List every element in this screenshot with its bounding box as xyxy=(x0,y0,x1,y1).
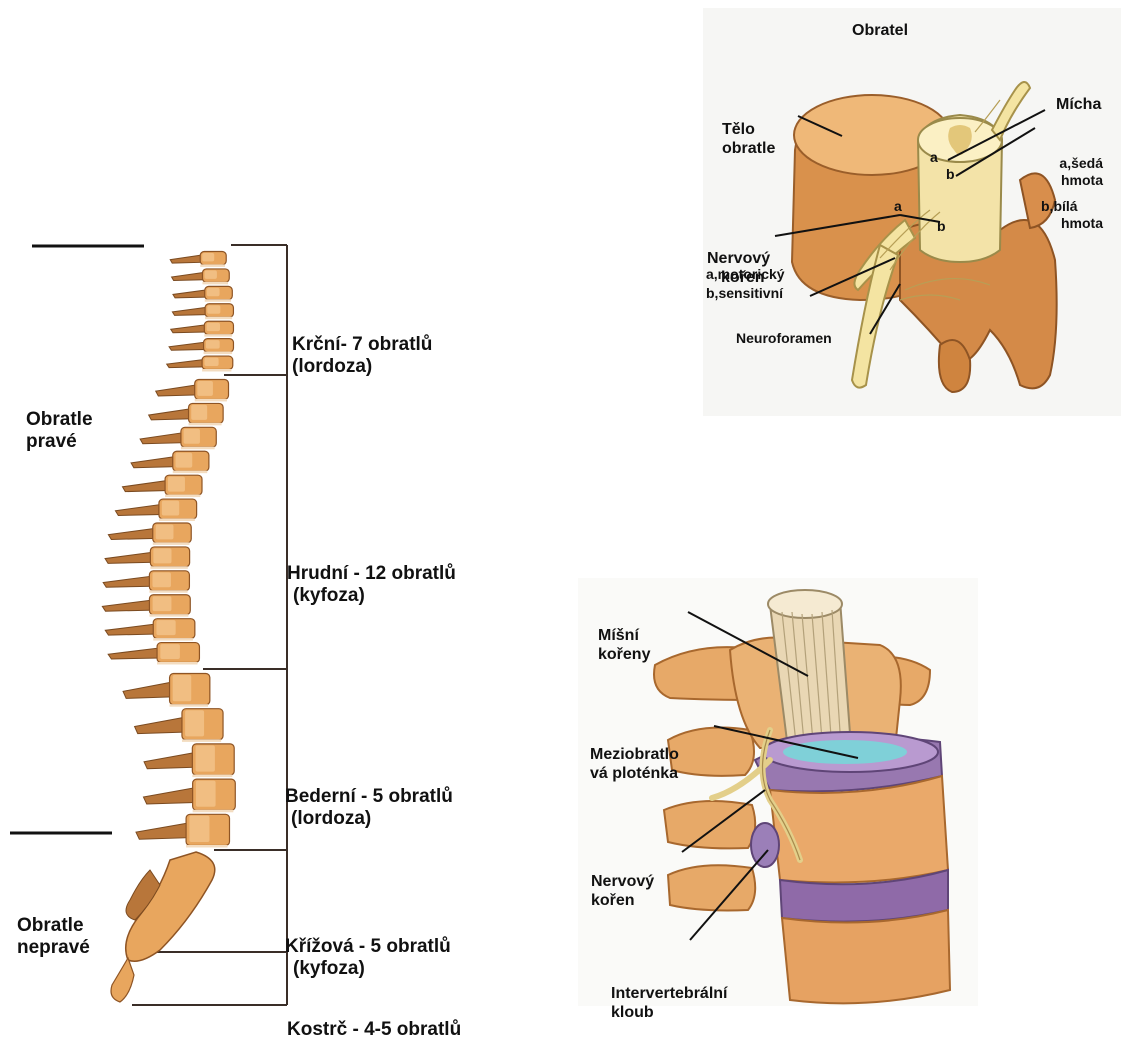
segment-illustration xyxy=(0,0,1123,1012)
